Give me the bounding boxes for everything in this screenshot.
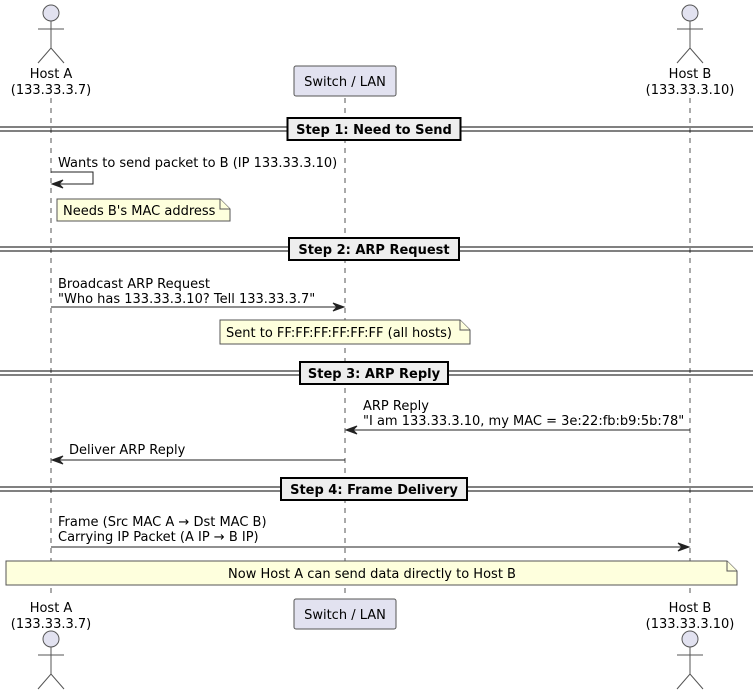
- participant-switch-lan-bottom: Switch / LAN: [293, 598, 397, 630]
- note-fold-icon: [459, 320, 470, 331]
- note-box: [56, 198, 231, 222]
- participant-name: Host B: [669, 601, 712, 616]
- participant-address: (133.33.3.10): [646, 83, 735, 98]
- participant-name: Host A: [30, 67, 73, 82]
- participant-box: [293, 598, 397, 630]
- arrowhead-icon: [344, 425, 358, 435]
- actor-legs-icon: [676, 47, 704, 64]
- participant-host-b-bottom: Host B(133.33.3.10): [646, 601, 735, 690]
- message-3: ARP Reply"I am 133.33.3.10, my MAC = 3e:…: [344, 399, 690, 435]
- note-1: Needs B's MAC address: [56, 198, 231, 222]
- message-label: "I am 133.33.3.10, my MAC = 3e:22:fb:b9:…: [363, 414, 684, 429]
- participant-address: (133.33.3.10): [646, 617, 735, 632]
- note-3: Now Host A can send data directly to Hos…: [5, 560, 738, 586]
- divider-label: Step 4: Frame Delivery: [290, 483, 458, 498]
- divider-step-2: Step 2: ARP Request: [0, 237, 753, 261]
- message-4: Deliver ARP Reply: [50, 443, 345, 465]
- message-label: Deliver ARP Reply: [69, 443, 186, 458]
- arrowhead-icon: [332, 302, 346, 312]
- message-5: Frame (Src MAC A → Dst MAC B)Carrying IP…: [51, 515, 691, 552]
- note-text: Sent to FF:FF:FF:FF:FF:FF (all hosts): [226, 326, 452, 341]
- divider-step-1: Step 1: Need to Send: [0, 117, 753, 141]
- message-label: "Who has 133.33.3.10? Tell 133.33.3.7": [58, 292, 315, 307]
- note-box: [5, 560, 738, 586]
- note-box: [219, 319, 471, 345]
- participant-switch-lan-top: Switch / LAN: [293, 65, 397, 97]
- divider-box: [288, 237, 460, 261]
- participant-host-a-bottom: Host A(133.33.3.7): [11, 601, 91, 690]
- participant-name: Switch / LAN: [304, 608, 386, 623]
- participant-address: (133.33.3.7): [11, 617, 91, 632]
- actor-legs-icon: [37, 673, 65, 690]
- note-fold-icon: [219, 199, 230, 210]
- divider-label: Step 1: Need to Send: [296, 123, 452, 138]
- participant-name: Host B: [669, 67, 712, 82]
- actor-legs-icon: [37, 47, 65, 64]
- divider-step-3: Step 3: ARP Reply: [0, 361, 753, 385]
- message-label: ARP Reply: [363, 399, 429, 414]
- message-label: Frame (Src MAC A → Dst MAC B): [58, 515, 267, 530]
- participant-host-b-top: Host B(133.33.3.10): [646, 4, 735, 98]
- actor-head-icon: [42, 4, 60, 22]
- divider-step-4: Step 4: Frame Delivery: [0, 477, 753, 501]
- message-1: Wants to send packet to B (IP 133.33.3.1…: [50, 156, 337, 189]
- actor-head-icon: [681, 4, 699, 22]
- participant-host-a-top: Host A(133.33.3.7): [11, 4, 91, 98]
- note-2: Sent to FF:FF:FF:FF:FF:FF (all hosts): [219, 319, 471, 345]
- arrowhead-icon: [677, 542, 691, 552]
- participant-address: (133.33.3.7): [11, 83, 91, 98]
- divider-box: [286, 117, 462, 141]
- divider-box: [299, 361, 449, 385]
- message-label: Carrying IP Packet (A IP → B IP): [58, 530, 259, 545]
- message-label: Broadcast ARP Request: [58, 277, 210, 292]
- actor-head-icon: [42, 630, 60, 648]
- message-2: Broadcast ARP Request"Who has 133.33.3.1…: [51, 277, 346, 312]
- divider-label: Step 3: ARP Reply: [308, 367, 441, 382]
- note-text: Needs B's MAC address: [63, 204, 216, 219]
- message-label: Wants to send packet to B (IP 133.33.3.1…: [58, 156, 337, 171]
- note-fold-icon: [726, 561, 737, 572]
- actor-legs-icon: [676, 673, 704, 690]
- note-text: Now Host A can send data directly to Hos…: [228, 567, 516, 582]
- divider-box: [280, 477, 468, 501]
- divider-label: Step 2: ARP Request: [298, 243, 449, 258]
- participant-box: [293, 65, 397, 97]
- actor-head-icon: [681, 630, 699, 648]
- arrowhead-icon: [50, 179, 64, 189]
- participant-name: Host A: [30, 601, 73, 616]
- self-message-arrow: [51, 171, 94, 185]
- participant-name: Switch / LAN: [304, 75, 386, 90]
- arrowhead-icon: [50, 455, 64, 465]
